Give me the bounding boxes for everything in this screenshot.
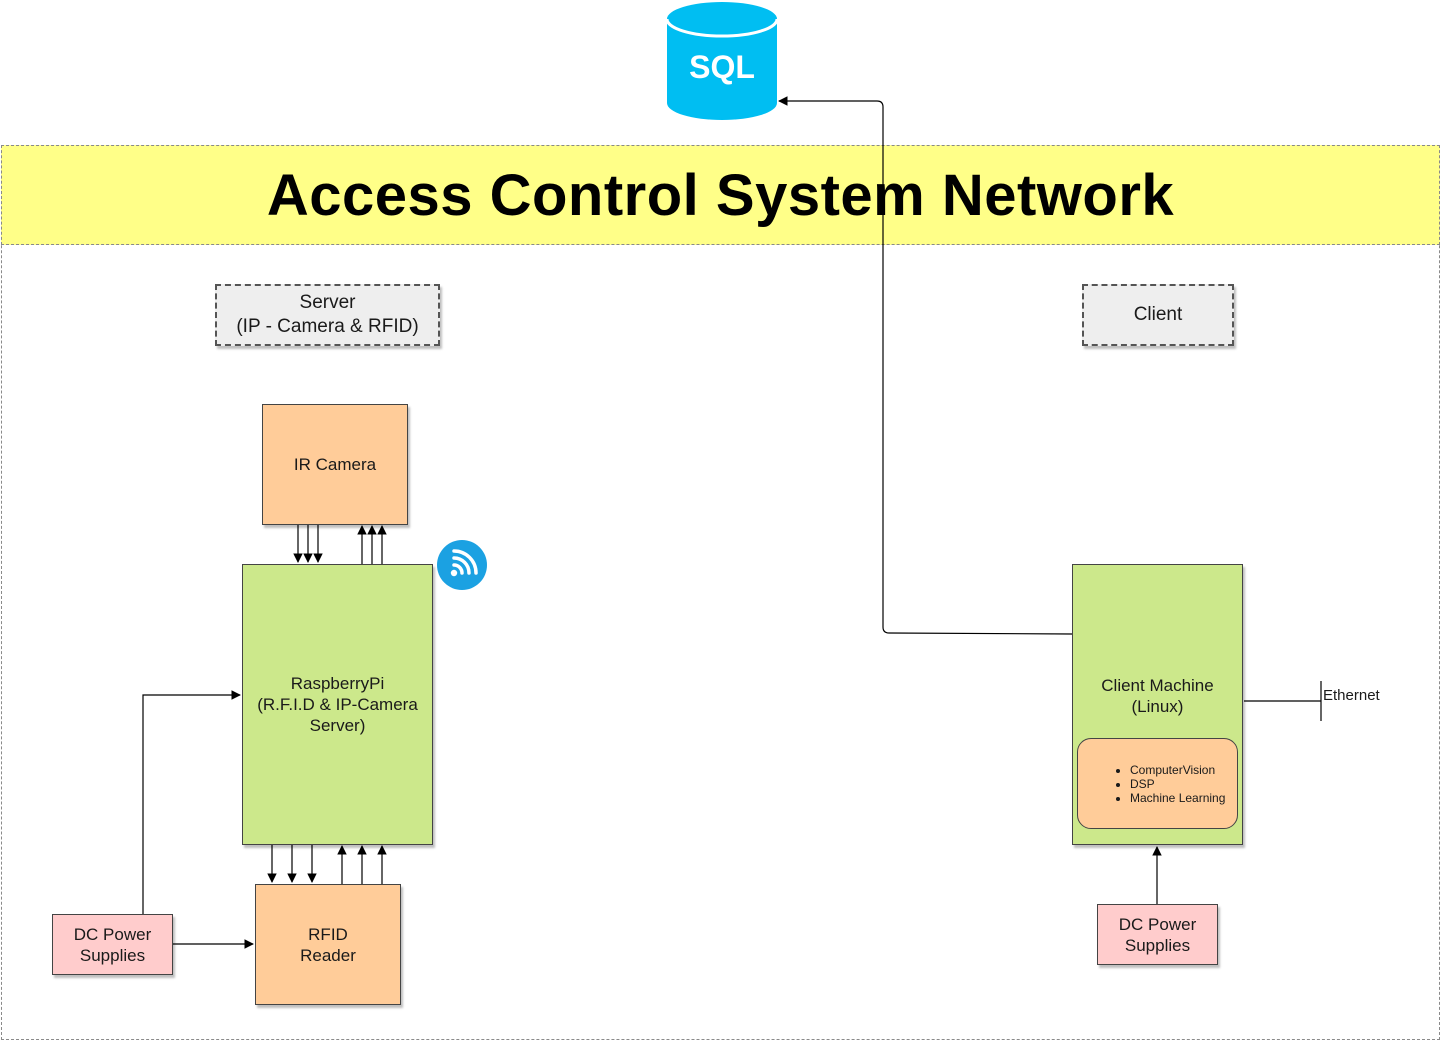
title-banner: Access Control System Network	[1, 145, 1440, 245]
raspberry-pi-box[interactable]: RaspberryPi (R.F.I.D & IP-Camera Server)	[242, 564, 433, 845]
rfid-reader-box[interactable]: RFID Reader	[255, 884, 401, 1005]
sql-database-icon: SQL	[666, 2, 778, 120]
client-to-sql-connector	[778, 96, 1073, 635]
client-machine-label: Client Machine (Linux)	[1101, 676, 1214, 716]
capability-item: ComputerVision	[1130, 763, 1225, 777]
ethernet-label: Ethernet	[1323, 687, 1380, 704]
wifi-icon	[437, 540, 487, 590]
client-section-label: Client	[1082, 284, 1234, 346]
capabilities-list: ComputerVision DSP Machine Learning	[1078, 763, 1225, 805]
database-label: SQL	[689, 49, 755, 85]
client-capabilities-panel: ComputerVision DSP Machine Learning	[1077, 738, 1238, 829]
ir-camera-box[interactable]: IR Camera	[262, 404, 408, 525]
power-to-pi-connector	[142, 690, 241, 914]
server-power-supply-box[interactable]: DC Power Supplies	[52, 914, 173, 975]
capability-item: Machine Learning	[1130, 791, 1225, 805]
diagram-title: Access Control System Network	[266, 162, 1175, 228]
capability-item: DSP	[1130, 777, 1225, 791]
server-section-label: Server (IP - Camera & RFID)	[215, 284, 440, 346]
client-power-supply-box[interactable]: DC Power Supplies	[1097, 904, 1218, 965]
